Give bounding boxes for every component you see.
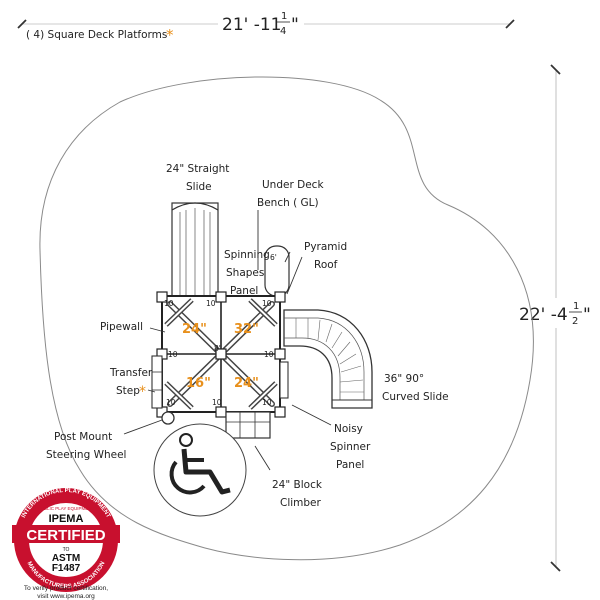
platforms-asterisk: * — [166, 26, 174, 44]
leader-lines — [123, 210, 332, 471]
seal-standard: F1487 — [52, 563, 81, 574]
center-height: 8' — [214, 344, 221, 353]
block-climber-label-1: 24" Block — [272, 479, 323, 491]
seal-to: TO — [63, 547, 70, 553]
height-frac-den: 2 — [572, 316, 578, 327]
height-inch-mark: " — [583, 305, 591, 325]
height-dimension: 22' -4 — [519, 305, 568, 325]
post-height-2: 10 — [206, 299, 216, 308]
deck-structure — [156, 291, 286, 418]
steering-wheel-label-2: Steering Wheel — [46, 449, 126, 461]
seal-note-1: To verify product certification, — [24, 585, 108, 592]
width-tick-right — [505, 19, 515, 29]
post-height-5: 10 — [264, 350, 274, 359]
transfer-step — [151, 355, 163, 409]
block-climber — [225, 411, 271, 439]
pyramid-roof-label-2: Roof — [314, 259, 338, 271]
width-dimension: 21' -11 — [222, 15, 281, 35]
deck-size-4: 24" — [234, 376, 259, 391]
seal-public-play: PUBLIC PLAY EQUIPMENT — [38, 506, 95, 511]
height-frac-num: 1 — [573, 301, 579, 312]
post-height-1: 10 — [164, 299, 174, 308]
steering-wheel-shape — [161, 411, 175, 425]
seal-ipema: IPEMA — [49, 513, 84, 525]
width-frac-num: 1 — [281, 11, 287, 22]
spinning-label-3: Panel — [230, 285, 258, 297]
transfer-step-asterisk: * — [139, 384, 146, 400]
pipewall-label: Pipewall — [100, 321, 143, 333]
seal-astm: ASTM — [52, 553, 80, 564]
straight-slide-label-1: 24" Straight — [166, 163, 229, 175]
spinner-panel-shape — [279, 361, 289, 399]
curved-slide-label-1: 36" 90° — [384, 373, 424, 385]
post-height-7: 10 — [212, 398, 222, 407]
post-height-3: 10 — [262, 299, 272, 308]
bench-label-2: Bench ( GL) — [257, 197, 319, 209]
deck-size-3: 16" — [186, 376, 211, 391]
spinner-label-3: Panel — [336, 459, 364, 471]
straight-slide — [171, 202, 219, 304]
post-height-6: 10 — [166, 398, 176, 407]
width-label-bg — [218, 8, 304, 38]
width-tick-left — [17, 19, 27, 29]
post-height-8: 10 — [262, 398, 272, 407]
pyramid-roof-label-1: Pyramid — [304, 241, 347, 253]
width-inch-mark: " — [291, 15, 299, 35]
platforms-label: ( 4) Square Deck Platforms — [26, 29, 167, 41]
use-zone-outline — [39, 76, 534, 561]
seal-certified: CERTIFIED — [26, 527, 105, 544]
spinner-label-1: Noisy — [334, 423, 363, 435]
post-height-4: 10 — [168, 350, 178, 359]
deck-size-1: 24" — [182, 322, 207, 337]
block-climber-label-2: Climber — [280, 497, 322, 509]
spinning-label-2: Shapes — [226, 267, 264, 279]
curved-slide-label-2: Curved Slide — [382, 391, 449, 403]
seal-banner — [12, 525, 120, 543]
spinning-label-1: Spinning — [224, 249, 270, 261]
bench-label-1: Under Deck — [262, 179, 324, 191]
curved-slide — [283, 309, 373, 409]
post-six-label: 6' — [270, 253, 277, 262]
seal-note-2: visit www.ipema.org — [37, 593, 95, 600]
transfer-step-label-2: Step — [116, 385, 140, 397]
width-frac-den: 4 — [280, 26, 286, 37]
straight-slide-label-2: Slide — [186, 181, 212, 193]
height-tick-top — [550, 64, 561, 75]
wheelchair-turning-circle — [153, 423, 247, 517]
steering-wheel-label-1: Post Mount — [54, 431, 112, 443]
height-tick-bottom — [550, 561, 561, 572]
ipema-certified-seal: INTERNATIONAL PLAY EQUIPMENT MANUFACTURE… — [12, 488, 120, 600]
transfer-step-label-1: Transfer — [109, 367, 153, 379]
spinner-label-2: Spinner — [330, 441, 371, 453]
deck-size-2: 32" — [234, 322, 259, 337]
